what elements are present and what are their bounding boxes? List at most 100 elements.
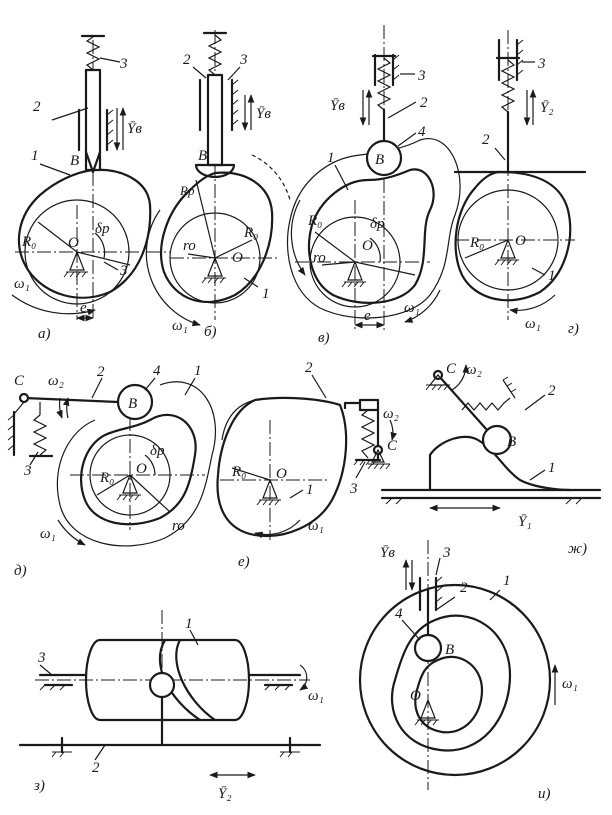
- label-r0: R₀: [231, 464, 246, 480]
- leader-3b: [103, 261, 119, 271]
- caption-z: з): [33, 778, 45, 794]
- leader-4: [144, 377, 156, 391]
- spring: [32, 414, 48, 456]
- r0-line: [464, 239, 509, 259]
- omega2-arrow: [389, 419, 398, 441]
- label-delta: δр: [370, 216, 385, 232]
- label-omega: ω₁: [404, 300, 420, 316]
- follower-rod: [206, 73, 224, 167]
- leader-2: [51, 107, 89, 121]
- cam-rotation-arrow: [290, 199, 306, 276]
- label-omega1: ω₁: [40, 526, 56, 542]
- leader-2: [524, 394, 546, 411]
- caption-v: в): [318, 330, 330, 346]
- groove-outer: [390, 614, 512, 752]
- label-b: B: [198, 148, 207, 164]
- cam-profile: [308, 168, 435, 304]
- caption-b: б): [204, 324, 217, 340]
- label-1: 1: [306, 482, 314, 498]
- label-4: 4: [395, 606, 403, 622]
- label-o: O: [362, 238, 373, 254]
- label-omega: ω₁: [308, 688, 324, 704]
- cam-outer-contour: [286, 138, 461, 319]
- label-4: 4: [153, 363, 161, 379]
- cylinder-end: [85, 639, 101, 721]
- label-o: O: [515, 233, 526, 249]
- panel-b: 2 3 Ῡв B Rр R₀ ro O 1 ω₁ б): [145, 30, 291, 340]
- leader-3: [435, 557, 441, 576]
- caption-i: и): [538, 786, 551, 802]
- leader-1: [289, 489, 304, 499]
- label-3: 3: [119, 56, 128, 72]
- label-o: O: [232, 250, 243, 266]
- label-v: Ῡв: [380, 545, 395, 561]
- base-circle: [309, 216, 401, 308]
- label-o: O: [410, 688, 421, 704]
- pivot: [262, 478, 278, 499]
- label-rho: ro: [313, 250, 326, 266]
- label-omega2: ω₂: [383, 406, 399, 422]
- roller: [481, 424, 513, 456]
- base-circle: [24, 199, 130, 305]
- leader-4: [397, 132, 417, 147]
- label-1: 1: [194, 363, 202, 379]
- roller: [148, 671, 176, 699]
- leader-2: [91, 377, 103, 399]
- pivot: [69, 250, 85, 271]
- label-1: 1: [548, 460, 556, 476]
- label-1: 1: [185, 616, 193, 632]
- label-rho: ro: [183, 238, 196, 254]
- r0-line: [231, 467, 271, 481]
- cam-profile: [80, 413, 197, 526]
- leader-3: [355, 461, 366, 479]
- label-3: 3: [23, 463, 32, 479]
- cam-profile: [428, 435, 572, 492]
- spring: [360, 409, 376, 459]
- pivot: [347, 260, 363, 281]
- label-b: B: [375, 152, 384, 168]
- pivot: [420, 698, 436, 719]
- label-2: 2: [97, 364, 105, 380]
- label-o: O: [136, 461, 147, 477]
- rr-line: [195, 179, 216, 259]
- label-2: 2: [183, 52, 191, 68]
- label-c: C: [14, 373, 25, 389]
- caption-g: г): [568, 321, 579, 337]
- panel-i: Ῡв 3 2 1 4 B O ω₁ и): [358, 540, 578, 802]
- omega-arrow: [509, 294, 556, 315]
- label-1: 1: [503, 573, 511, 589]
- leader-2: [94, 744, 106, 761]
- omega-arrow: [404, 289, 441, 323]
- leader-1: [531, 267, 546, 276]
- delta-arc: [144, 454, 156, 476]
- label-1: 1: [548, 268, 556, 284]
- rho-line: [214, 239, 253, 259]
- omega2-arrow: [56, 397, 63, 419]
- label-v: Ῡв: [127, 121, 142, 137]
- label-e: e: [80, 300, 87, 316]
- panel-d: C ω₂ 2 4 1 B 3 δр R₀ O ro ω₁ д): [7, 363, 217, 579]
- mushroom-follower: [194, 163, 236, 179]
- leader-1: [189, 629, 199, 646]
- caption-e: е): [238, 554, 250, 570]
- label-omega: ω₁: [562, 676, 578, 692]
- spring: [461, 397, 511, 411]
- pivot: [500, 238, 516, 259]
- label-rho: ro: [172, 518, 185, 534]
- omega2-arrow: [451, 364, 470, 391]
- leader-3: [227, 66, 241, 81]
- base-circle: [457, 189, 559, 291]
- r0-line: [37, 221, 78, 253]
- label-3: 3: [349, 481, 358, 497]
- label-omega: ω₁: [525, 316, 541, 332]
- label-3: 3: [239, 52, 248, 68]
- delta-arc: [369, 237, 381, 263]
- leader-1: [243, 277, 259, 288]
- label-c: C: [387, 438, 398, 454]
- label-r0: R₀: [469, 235, 484, 251]
- label-delta: δр: [150, 443, 165, 459]
- leader-4: [401, 619, 421, 641]
- label-v: Ῡ₂: [540, 100, 554, 116]
- cam-profile: [17, 168, 152, 299]
- panel-e: 2 ω₂ C R₀ O 1 3 ω₁ е): [216, 360, 399, 570]
